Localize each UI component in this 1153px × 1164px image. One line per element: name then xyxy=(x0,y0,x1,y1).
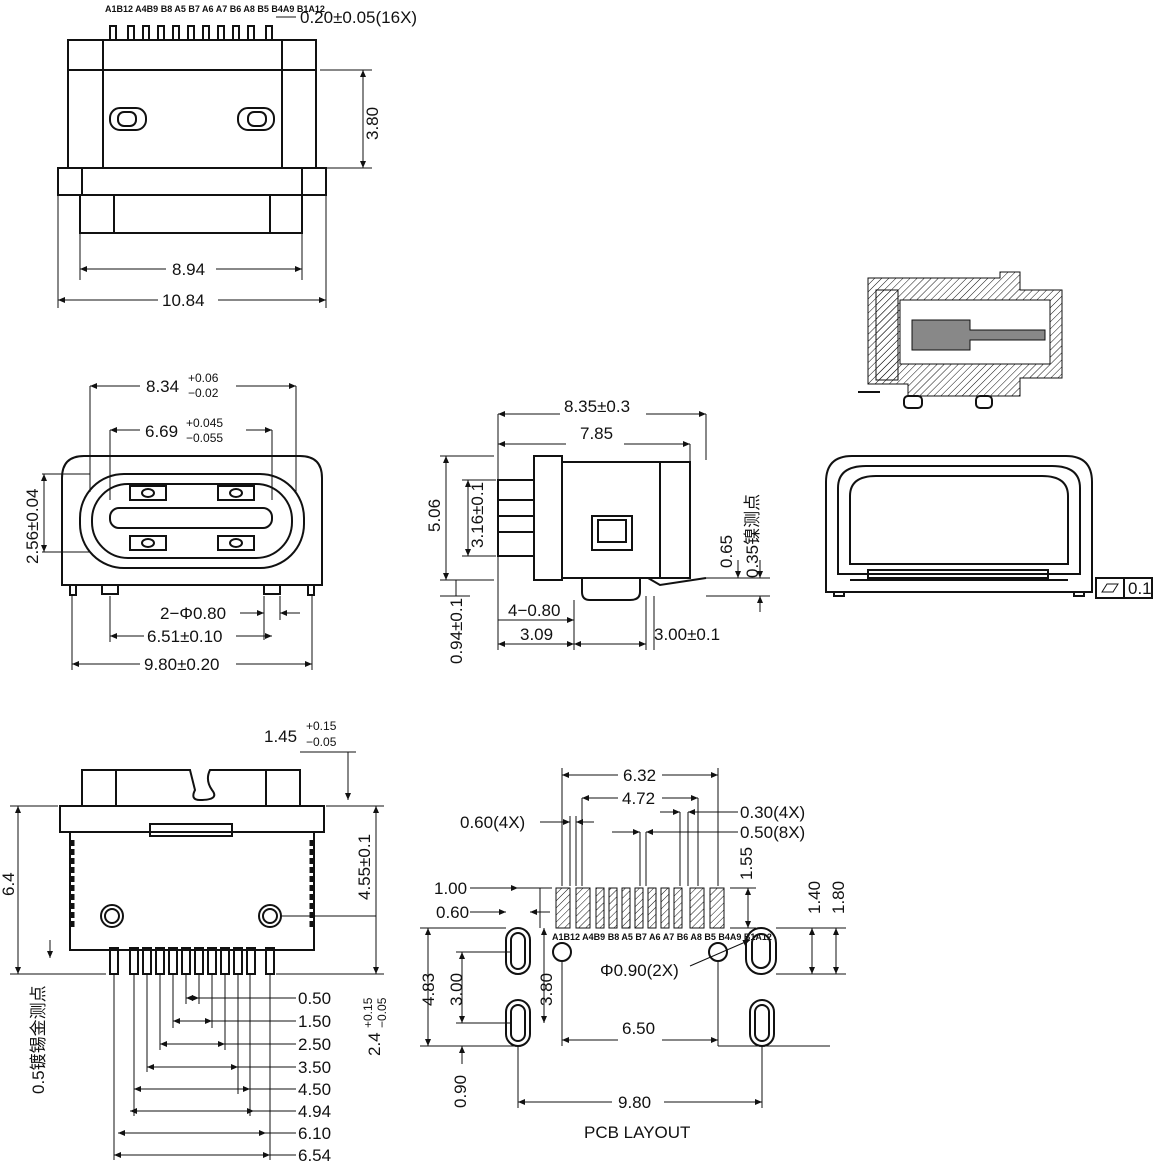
dim-top-outer-width: 10.84 xyxy=(162,291,205,310)
dim-bottom-145-plus: +0.15 xyxy=(306,719,337,733)
dim-bottom-145-minus: −0.05 xyxy=(306,735,337,749)
bottom-body xyxy=(69,831,315,951)
gold-plating-note: 0.5镀锡金测点 xyxy=(29,985,48,1094)
pcb-dim-060: 0.60 xyxy=(436,903,469,922)
dim-pin-pitch: 0.20±0.05(16X) xyxy=(300,8,417,27)
pcb-dim-300: 3.00 xyxy=(447,973,466,1006)
pcb-dim-030: 0.30(4X) xyxy=(740,803,805,822)
dim-side-480: 4−0.80 xyxy=(508,601,560,620)
pcb-dim-090-2x: Φ0.90(2X) xyxy=(600,961,679,980)
pcb-dim-380: 3.80 xyxy=(537,973,556,1006)
pcb-dim-050: 0.50(8X) xyxy=(740,823,805,842)
dim-front-inner-minus: −0.055 xyxy=(186,431,223,445)
dim-bottom-24-minus: −0.05 xyxy=(375,997,389,1028)
dim-top-height: 3.80 xyxy=(363,107,382,140)
latch-right xyxy=(237,107,275,131)
pcb-dim-090: 0.90 xyxy=(451,1075,470,1108)
dim-side-065: 0.65 xyxy=(717,535,736,568)
section-view xyxy=(858,271,1063,409)
pcb-dim-180: 1.80 xyxy=(829,881,848,914)
dim-side-port-height: 3.16±0.1 xyxy=(468,482,487,548)
dim-side-094: 0.94±0.1 xyxy=(447,598,466,664)
dim-front-outer: 8.34 xyxy=(146,377,179,396)
pitch-450: 4.50 xyxy=(298,1080,331,1099)
pcb-hole-left xyxy=(552,942,572,962)
bottom-view: 1.45 +0.15 −0.05 xyxy=(0,719,389,1164)
section-tongue xyxy=(911,319,1046,351)
dim-bottom-24-plus: +0.15 xyxy=(361,997,375,1028)
pcb-pad-labels: A1B12 A4B9 B8 A5 B7 A6 A7 B6 A8 B5 B4A9 … xyxy=(552,932,772,942)
dim-front-outer-minus: −0.02 xyxy=(188,386,219,400)
pitch-610: 6.10 xyxy=(298,1124,331,1143)
pitch-494: 4.94 xyxy=(298,1102,331,1121)
front-view: 8.34 +0.06 −0.02 6.69 +0.045 −0.055 2.56… xyxy=(23,371,323,674)
front-tongue xyxy=(109,507,273,529)
dim-front-post-spacing: 6.51±0.10 xyxy=(147,627,223,646)
side-window xyxy=(591,515,633,551)
dim-side-height: 5.06 xyxy=(425,499,444,532)
dim-side-length-2: 7.85 xyxy=(580,424,613,443)
pcb-dim-980: 9.80 xyxy=(618,1093,651,1112)
front-housing xyxy=(61,455,323,586)
pcb-dim-140: 1.40 xyxy=(805,881,824,914)
pcb-dim-483: 4.83 xyxy=(419,973,438,1006)
pitch-dims: 0.50 1.50 2.50 3.50 4.50 4.94 6.10 6.54 xyxy=(113,974,331,1164)
dim-front-outer-plus: +0.06 xyxy=(188,371,219,385)
rear-view: 0.1 xyxy=(825,455,1153,599)
pcb-layout-title: PCB LAYOUT xyxy=(584,1123,690,1142)
flatness-value: 0.1 xyxy=(1128,579,1152,598)
dim-front-inner-plus: +0.045 xyxy=(186,416,223,430)
pcb-hole-right xyxy=(708,942,728,962)
top-view: A1B12 A4B9 B8 A5 B7 A6 A7 B6 A8 B5 B4A9 … xyxy=(57,4,417,310)
rear-housing xyxy=(825,455,1093,593)
pcb-dim-155: 1.55 xyxy=(737,847,756,880)
side-flange xyxy=(533,455,563,581)
flatness-frame xyxy=(1095,577,1125,599)
top-pin-labels: A1B12 A4B9 B8 A5 B7 A6 A7 B6 A8 B5 B4A9 … xyxy=(105,4,325,14)
pitch-350: 3.50 xyxy=(298,1058,331,1077)
rear-pins xyxy=(867,569,1049,579)
dim-bottom-455: 4.55±0.1 xyxy=(355,834,374,900)
front-seal xyxy=(79,473,305,569)
dim-front-post-dia: 2−Φ0.80 xyxy=(160,604,226,623)
bottom-pins xyxy=(109,947,275,975)
dim-side-309: 3.09 xyxy=(520,625,553,644)
pcb-slot-tl xyxy=(505,927,531,975)
pcb-slot-br xyxy=(749,999,775,1047)
top-housing xyxy=(67,39,317,169)
pcb-dim-472: 4.72 xyxy=(622,789,655,808)
pitch-250: 2.50 xyxy=(298,1035,331,1054)
bottom-port xyxy=(81,769,301,807)
dim-top-inner-width: 8.94 xyxy=(172,260,205,279)
bottom-flange xyxy=(59,805,325,833)
dim-side-300: 3.00±0.1 xyxy=(654,625,720,644)
dim-bottom-145: 1.45 xyxy=(264,727,297,746)
pcb-dim-060-4x: 0.60(4X) xyxy=(460,813,525,832)
pcb-dim-100: 1.00 xyxy=(434,879,467,898)
dim-front-body-width: 9.80±0.20 xyxy=(144,655,220,674)
dim-front-opening-height: 2.56±0.04 xyxy=(23,488,42,564)
side-post xyxy=(581,578,641,601)
top-flange xyxy=(57,167,327,196)
side-port xyxy=(497,479,535,557)
dim-front-inner: 6.69 xyxy=(145,422,178,441)
pitch-150: 1.50 xyxy=(298,1012,331,1031)
pcb-slot-tr xyxy=(745,927,777,975)
top-pins xyxy=(109,25,273,41)
pcb-dim-650: 6.50 xyxy=(622,1019,655,1038)
pcb-layout: 6.32 4.72 0.30(4X) 0.50(8X) 0.60(4X) 1.5… xyxy=(419,766,848,1142)
pitch-654: 6.54 xyxy=(298,1146,331,1164)
dim-side-total-length: 8.35±0.3 xyxy=(564,397,630,416)
dim-side-035: 0.35镍测点 xyxy=(743,494,762,578)
pitch-050: 0.50 xyxy=(298,989,331,1008)
pcb-pads xyxy=(555,887,725,929)
dim-bottom-24: 2.4 xyxy=(365,1032,384,1056)
dim-bottom-height: 6.4 xyxy=(0,872,18,896)
side-view: 8.35±0.3 7.85 5.06 3.16±0.1 0.65 0.35镍测点 xyxy=(425,397,770,664)
pcb-dim-632: 6.32 xyxy=(623,766,656,785)
latch-left xyxy=(109,107,147,131)
